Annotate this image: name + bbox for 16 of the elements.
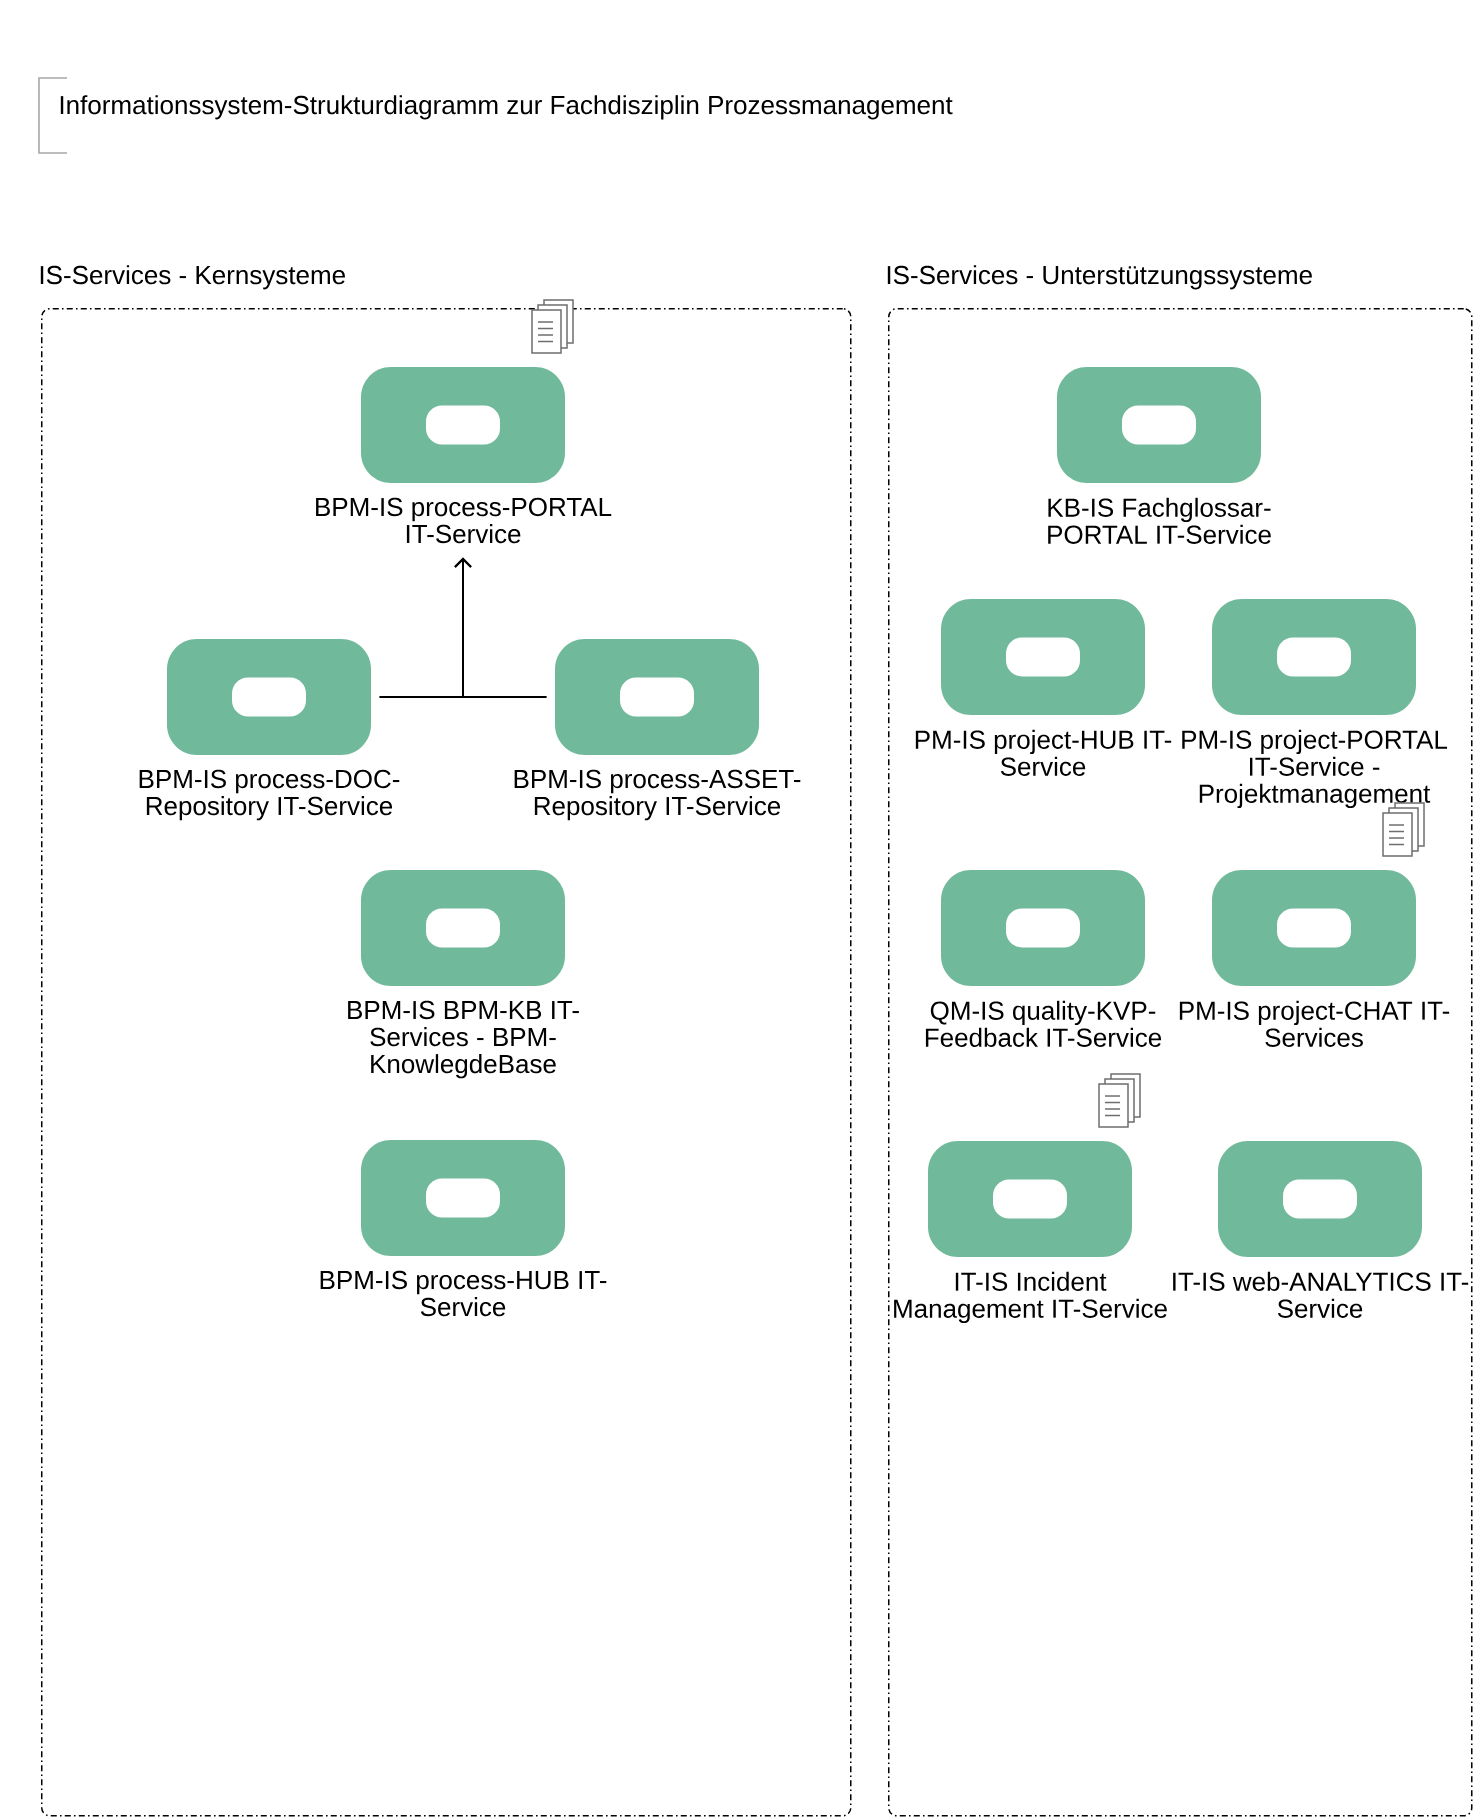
node-label: PM-IS project-CHAT IT-Services <box>1179 1000 1450 1047</box>
node-label: BPM-IS BPM-KB IT-Services - BPM-KnowlegdeBase <box>348 1000 579 1079</box>
node-label: PM-IS project-HUB IT-Service <box>915 729 1172 776</box>
node-label: QM-IS quality-KVP-Feedback IT-Service <box>925 1000 1162 1047</box>
node-label: BPM-IS process-ASSET-Repository IT-Service <box>514 769 801 821</box>
group-heading: IS-Services - Unterstützungssysteme <box>887 265 1312 290</box>
node-label: BPM-IS process-PORTAL IT-Service <box>316 497 612 544</box>
node-label: KB-IS Fachglossar-PORTAL IT-Service <box>1048 497 1271 544</box>
arrow <box>454 557 548 698</box>
title: Informationssystem-Strukturdiagramm zur Fachdisziplin Prozessmanagement <box>60 95 953 120</box>
node-label: IT-IS web-ANALYTICS IT-Service <box>1173 1271 1469 1318</box>
node-label: BPM-IS process-DOC-Repository IT-Service <box>139 769 400 821</box>
node-label: PM-IS project-PORTAL IT-Service - Projektmanagement <box>1182 729 1448 809</box>
node-label: BPM-IS process-HUB IT-Service <box>320 1270 607 1317</box>
node-label: IT-IS Incident Management IT-Service <box>894 1271 1167 1324</box>
group-heading: IS-Services - Kernsysteme <box>40 265 345 290</box>
